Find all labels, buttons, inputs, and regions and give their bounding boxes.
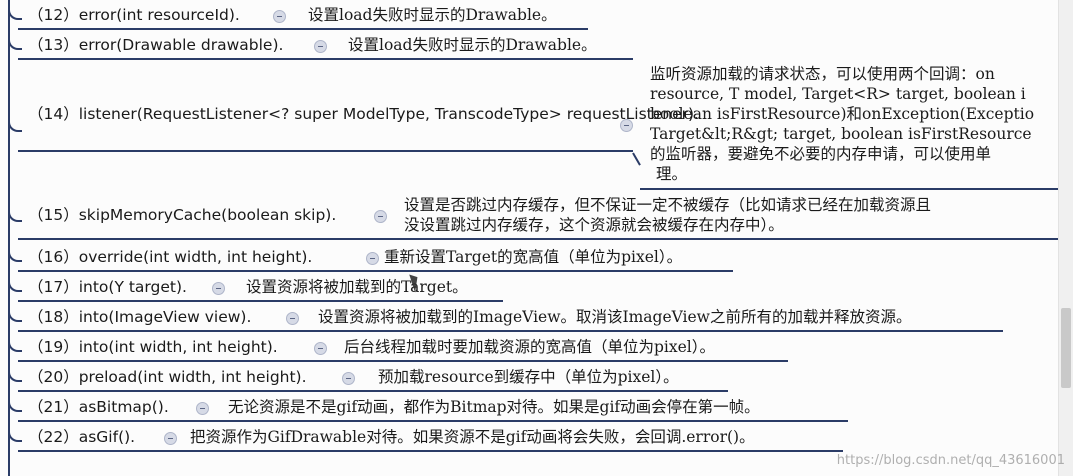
method-signature: （17）into(Y target). (28, 278, 187, 296)
method-description: 监听资源加载的请求状态，可以使用两个回调：on resource, T mode… (650, 65, 1035, 183)
method-description: 设置资源将被加载到的ImageView。取消该ImageView之前所有的加载并… (318, 308, 912, 326)
method-description: 把资源作为GifDrawable对待。如果资源不是gif动画将会失败，会回调.e… (190, 428, 755, 446)
node-underline (18, 58, 633, 60)
node-underline (393, 238, 1058, 240)
node-underline (18, 28, 588, 30)
branch-connector (8, 208, 22, 222)
mindmap-trunk-line (8, 0, 10, 476)
node-into-size[interactable]: （19）into(int width, int height). 后台线程加载时… (18, 332, 788, 362)
branch-connector (8, 338, 22, 352)
node-connector (632, 152, 641, 166)
node-underline (18, 300, 503, 302)
node-underline (18, 420, 848, 422)
collapse-toggle-icon[interactable] (164, 432, 177, 445)
watermark: https://blog.csdn.net/qq_43616001 (836, 453, 1065, 468)
node-error-resourceid[interactable]: （12）error(int resourceId). 设置load失败时显示的D… (18, 0, 588, 30)
method-signature: （20）preload(int width, int height). (28, 368, 307, 386)
node-underline (18, 270, 733, 272)
method-description: 后台线程加载时要加载资源的宽高值（单位为pixel）。 (344, 338, 716, 356)
method-signature: （19）into(int width, int height). (28, 338, 278, 356)
method-description: 预加载resource到缓存中（单位为pixel）。 (378, 368, 679, 386)
scrollbar-thumb[interactable] (1061, 308, 1071, 388)
node-preload[interactable]: （20）preload(int width, int height). 预加载r… (18, 362, 728, 392)
method-description: 设置是否跳过内存缓存，但不保证一定不被缓存（比如请求已经在加载资源且 没设置跳过… (404, 196, 932, 234)
method-signature: （16）override(int width, int height). (28, 248, 313, 266)
method-description: 无论资源是不是gif动画，都作为Bitmap对待。如果是gif动画会停在第一帧。 (228, 398, 760, 416)
method-description: 设置load失败时显示的Drawable。 (348, 36, 597, 54)
node-asbitmap[interactable]: （21）asBitmap(). 无论资源是不是gif动画，都作为Bitmap对待… (18, 392, 848, 422)
branch-connector (8, 118, 22, 132)
collapse-toggle-icon[interactable] (314, 40, 327, 53)
node-underline (18, 238, 393, 240)
node-override[interactable]: （16）override(int width, int height). 重新设… (18, 242, 733, 272)
collapse-toggle-icon[interactable] (374, 210, 387, 223)
branch-connector (8, 278, 22, 292)
branch-connector (8, 248, 22, 262)
collapse-toggle-icon[interactable] (314, 342, 327, 355)
method-signature: （21）asBitmap(). (28, 398, 169, 416)
node-underline (18, 360, 788, 362)
collapse-toggle-icon[interactable] (342, 372, 355, 385)
method-signature: （13）error(Drawable drawable). (28, 36, 284, 54)
node-underline (640, 188, 1058, 190)
collapse-toggle-icon[interactable] (212, 282, 225, 295)
node-underline (18, 450, 843, 452)
method-signature: （14）listener(RequestListener<? super Mod… (28, 105, 699, 123)
collapse-toggle-icon[interactable] (196, 402, 209, 415)
branch-connector (8, 308, 22, 322)
node-asgif[interactable]: （22）asGif(). 把资源作为GifDrawable对待。如果资源不是gi… (18, 422, 843, 452)
method-signature: （18）into(ImageView view). (28, 308, 252, 326)
method-signature: （22）asGif(). (28, 428, 136, 446)
collapse-toggle-icon[interactable] (366, 252, 379, 265)
branch-connector (8, 428, 22, 442)
method-description: 重新设置Target的宽高值（单位为pixel）。 (384, 248, 683, 266)
method-signature: （15）skipMemoryCache(boolean skip). (28, 206, 337, 224)
branch-connector (8, 36, 22, 50)
node-listener[interactable]: （14）listener(RequestListener<? super Mod… (18, 62, 1058, 190)
branch-connector (8, 398, 22, 412)
collapse-toggle-icon[interactable] (273, 10, 286, 23)
method-description: 设置load失败时显示的Drawable。 (308, 6, 557, 24)
node-error-drawable[interactable]: （13）error(Drawable drawable). 设置load失败时显… (18, 30, 633, 60)
node-underline (18, 390, 728, 392)
node-into-imageview[interactable]: （18）into(ImageView view). 设置资源将被加载到的Imag… (18, 302, 1003, 332)
node-into-target[interactable]: （17）into(Y target). 设置资源将被加载到的Target。 (18, 272, 503, 302)
vertical-scrollbar[interactable] (1058, 0, 1073, 476)
method-signature: （12）error(int resourceId). (28, 6, 240, 24)
collapse-toggle-icon[interactable] (620, 119, 633, 132)
node-skipmemorycache[interactable]: （15）skipMemoryCache(boolean skip). 设置是否跳… (18, 192, 1058, 240)
branch-connector (8, 368, 22, 382)
node-underline (18, 330, 1003, 332)
collapse-toggle-icon[interactable] (286, 312, 299, 325)
method-description: 设置资源将被加载到的Target。 (246, 278, 468, 296)
node-underline (18, 150, 633, 152)
branch-connector (8, 6, 22, 20)
